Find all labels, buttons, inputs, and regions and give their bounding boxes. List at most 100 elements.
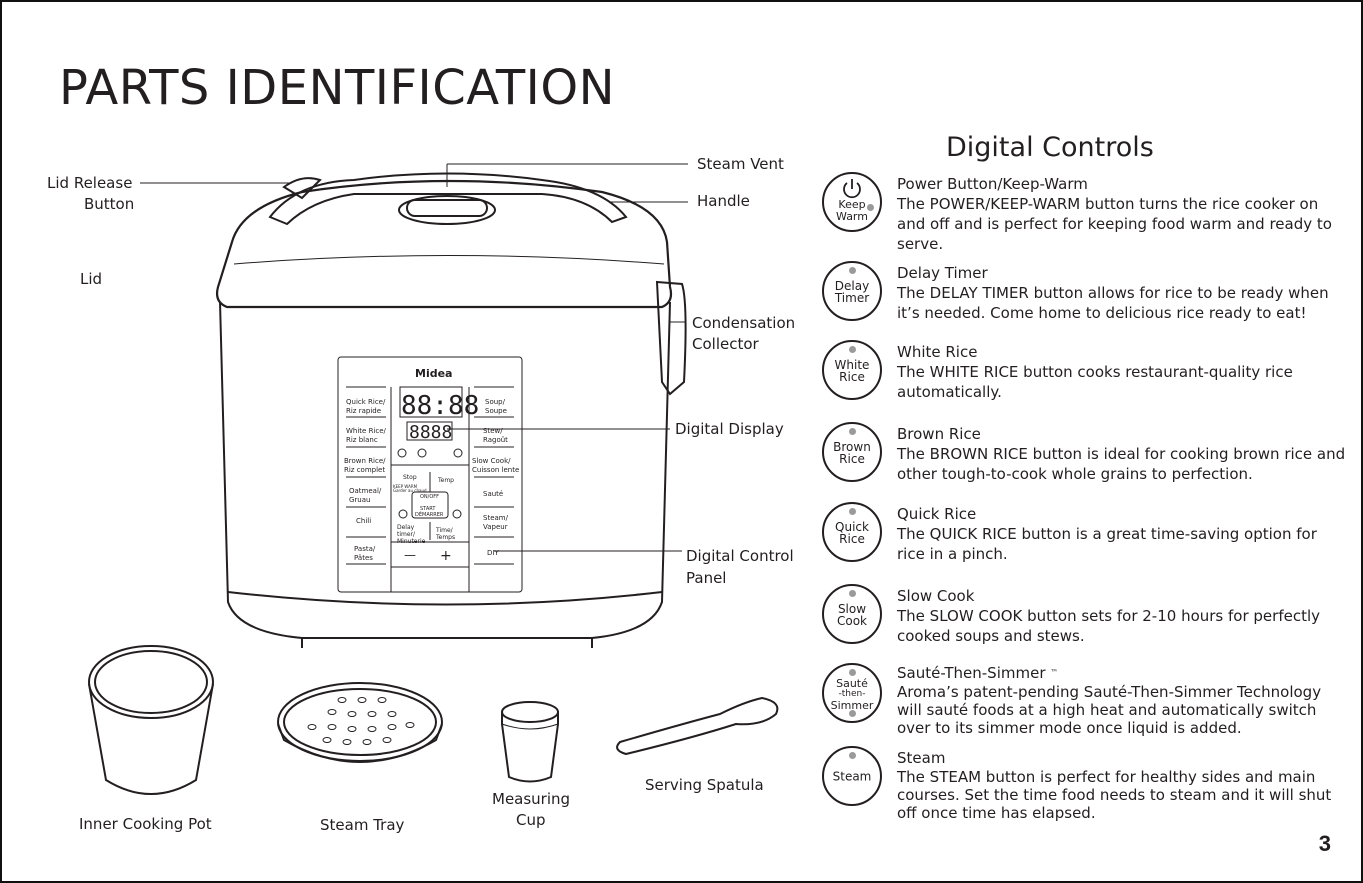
saute-button-graphic: Sauté-then-Simmer <box>822 663 882 723</box>
indicator-dot <box>849 267 856 274</box>
label-digital-display: Digital Display <box>675 419 784 440</box>
indicator-dot <box>849 508 856 515</box>
control-heading: Delay Timer <box>897 263 1347 283</box>
panel-label: Cuisson lente <box>472 466 519 474</box>
label-inner-pot: Inner Cooking Pot <box>79 814 212 835</box>
panel-label: Minuterie <box>397 538 426 545</box>
spatula-graphic <box>617 698 777 754</box>
panel-label: Brown Rice/ <box>344 457 386 465</box>
label-lid-release-button: Button <box>84 194 134 215</box>
panel-label: Gruau <box>349 496 370 504</box>
label-panel: Panel <box>686 568 726 589</box>
panel-label: timer/ <box>397 531 416 538</box>
measuring-cup-graphic <box>502 702 558 782</box>
delay-timer-button-graphic: DelayTimer <box>822 261 882 321</box>
panel-label: Riz blanc <box>346 436 378 444</box>
label-handle: Handle <box>697 191 750 212</box>
rice-cooker-illustration: Midea 88:88 8888 Quick Rice/ Riz rapide … <box>2 2 842 881</box>
panel-label: Soup/ <box>485 398 506 406</box>
control-description: The DELAY TIMER button allows for rice t… <box>897 283 1347 323</box>
control-heading: Brown Rice <box>897 424 1347 444</box>
indicator-dot <box>849 710 856 717</box>
panel-label: Slow Cook/ <box>472 457 511 465</box>
panel-label: Chili <box>356 517 371 525</box>
button-label: Sauté-then-Simmer <box>824 678 880 711</box>
panel-label: Riz rapide <box>346 407 381 415</box>
slow-cook-button-graphic: SlowCook <box>822 584 882 644</box>
control-description: The SLOW COOK button sets for 2-10 hours… <box>897 606 1347 646</box>
control-description: The STEAM button is perfect for healthy … <box>897 768 1347 822</box>
panel-label: Garder au chaud <box>393 488 427 493</box>
button-label: QuickRice <box>824 521 880 545</box>
panel-label: Pasta/ <box>354 545 376 553</box>
indicator-dot <box>849 669 856 676</box>
control-description: The POWER/KEEP-WARM button turns the ric… <box>897 194 1347 254</box>
panel-label: Temps <box>435 534 455 541</box>
control-description: The QUICK RICE button is a great time-sa… <box>897 524 1347 564</box>
panel-label: Stop <box>403 474 417 481</box>
control-description: The BROWN RICE button is ideal for cooki… <box>897 444 1347 484</box>
panel-label: Steam/ <box>483 514 509 522</box>
label-cup: Cup <box>516 810 546 831</box>
panel-label: Stew/ <box>483 427 503 435</box>
page-number: 3 <box>1319 831 1331 857</box>
panel-label: Oatmeal/ <box>349 487 382 495</box>
panel-temp-display: 8888 <box>409 422 452 443</box>
control-heading: Steam <box>897 748 1347 768</box>
panel-label: DIY <box>487 549 499 557</box>
label-steam-vent: Steam Vent <box>697 154 784 175</box>
indicator-dot <box>849 346 856 353</box>
panel-label: Quick Rice/ <box>346 398 386 406</box>
panel-time-display: 88:88 <box>401 391 479 421</box>
steam-button-graphic: Steam <box>822 746 882 806</box>
control-heading: Quick Rice <box>897 504 1347 524</box>
panel-label: Ragoût <box>483 436 508 444</box>
control-description: Aroma’s patent-pending Sauté-Then-Simmer… <box>897 683 1347 737</box>
label-spatula: Serving Spatula <box>645 775 764 796</box>
indicator-dot <box>867 204 874 211</box>
panel-label: Sauté <box>483 490 503 498</box>
control-heading: Power Button/Keep-Warm <box>897 174 1347 194</box>
panel-label: Delay <box>397 524 415 531</box>
indicator-dot <box>849 590 856 597</box>
label-digital-control: Digital Control <box>686 546 794 567</box>
indicator-dot <box>849 428 856 435</box>
panel-label: DÉMARRER <box>415 510 444 518</box>
panel-label: Riz complet <box>344 466 385 474</box>
inner-pot-graphic <box>89 646 213 794</box>
panel-label: Soupe <box>485 407 507 415</box>
trademark-symbol: ™ <box>1050 668 1058 677</box>
panel-label: Vapeur <box>483 523 508 531</box>
label-collector: Collector <box>692 334 759 355</box>
label-lid-release: Lid Release <box>47 173 132 194</box>
control-heading: Slow Cook <box>897 586 1347 606</box>
label-condensation: Condensation <box>692 313 795 334</box>
indicator-dot <box>849 752 856 759</box>
panel-minus: — <box>404 548 416 562</box>
label-steam-tray: Steam Tray <box>320 815 404 836</box>
steam-tray-graphic <box>278 683 442 762</box>
panel-brand: Midea <box>415 367 452 380</box>
control-heading: White Rice <box>897 342 1347 362</box>
panel-label: ON/OFF <box>420 494 439 500</box>
label-measuring: Measuring <box>492 789 570 810</box>
panel-label: Pâtes <box>354 554 373 562</box>
panel-label: Time/ <box>435 527 454 534</box>
label-lid: Lid <box>80 269 102 290</box>
panel-plus: + <box>440 548 452 564</box>
panel-label: Temp <box>437 477 454 484</box>
button-label: Steam <box>824 771 880 783</box>
digital-controls-title: Digital Controls <box>946 132 1154 163</box>
panel-label: White Rice/ <box>346 427 387 435</box>
control-description: The WHITE RICE button cooks restaurant-q… <box>897 362 1347 402</box>
